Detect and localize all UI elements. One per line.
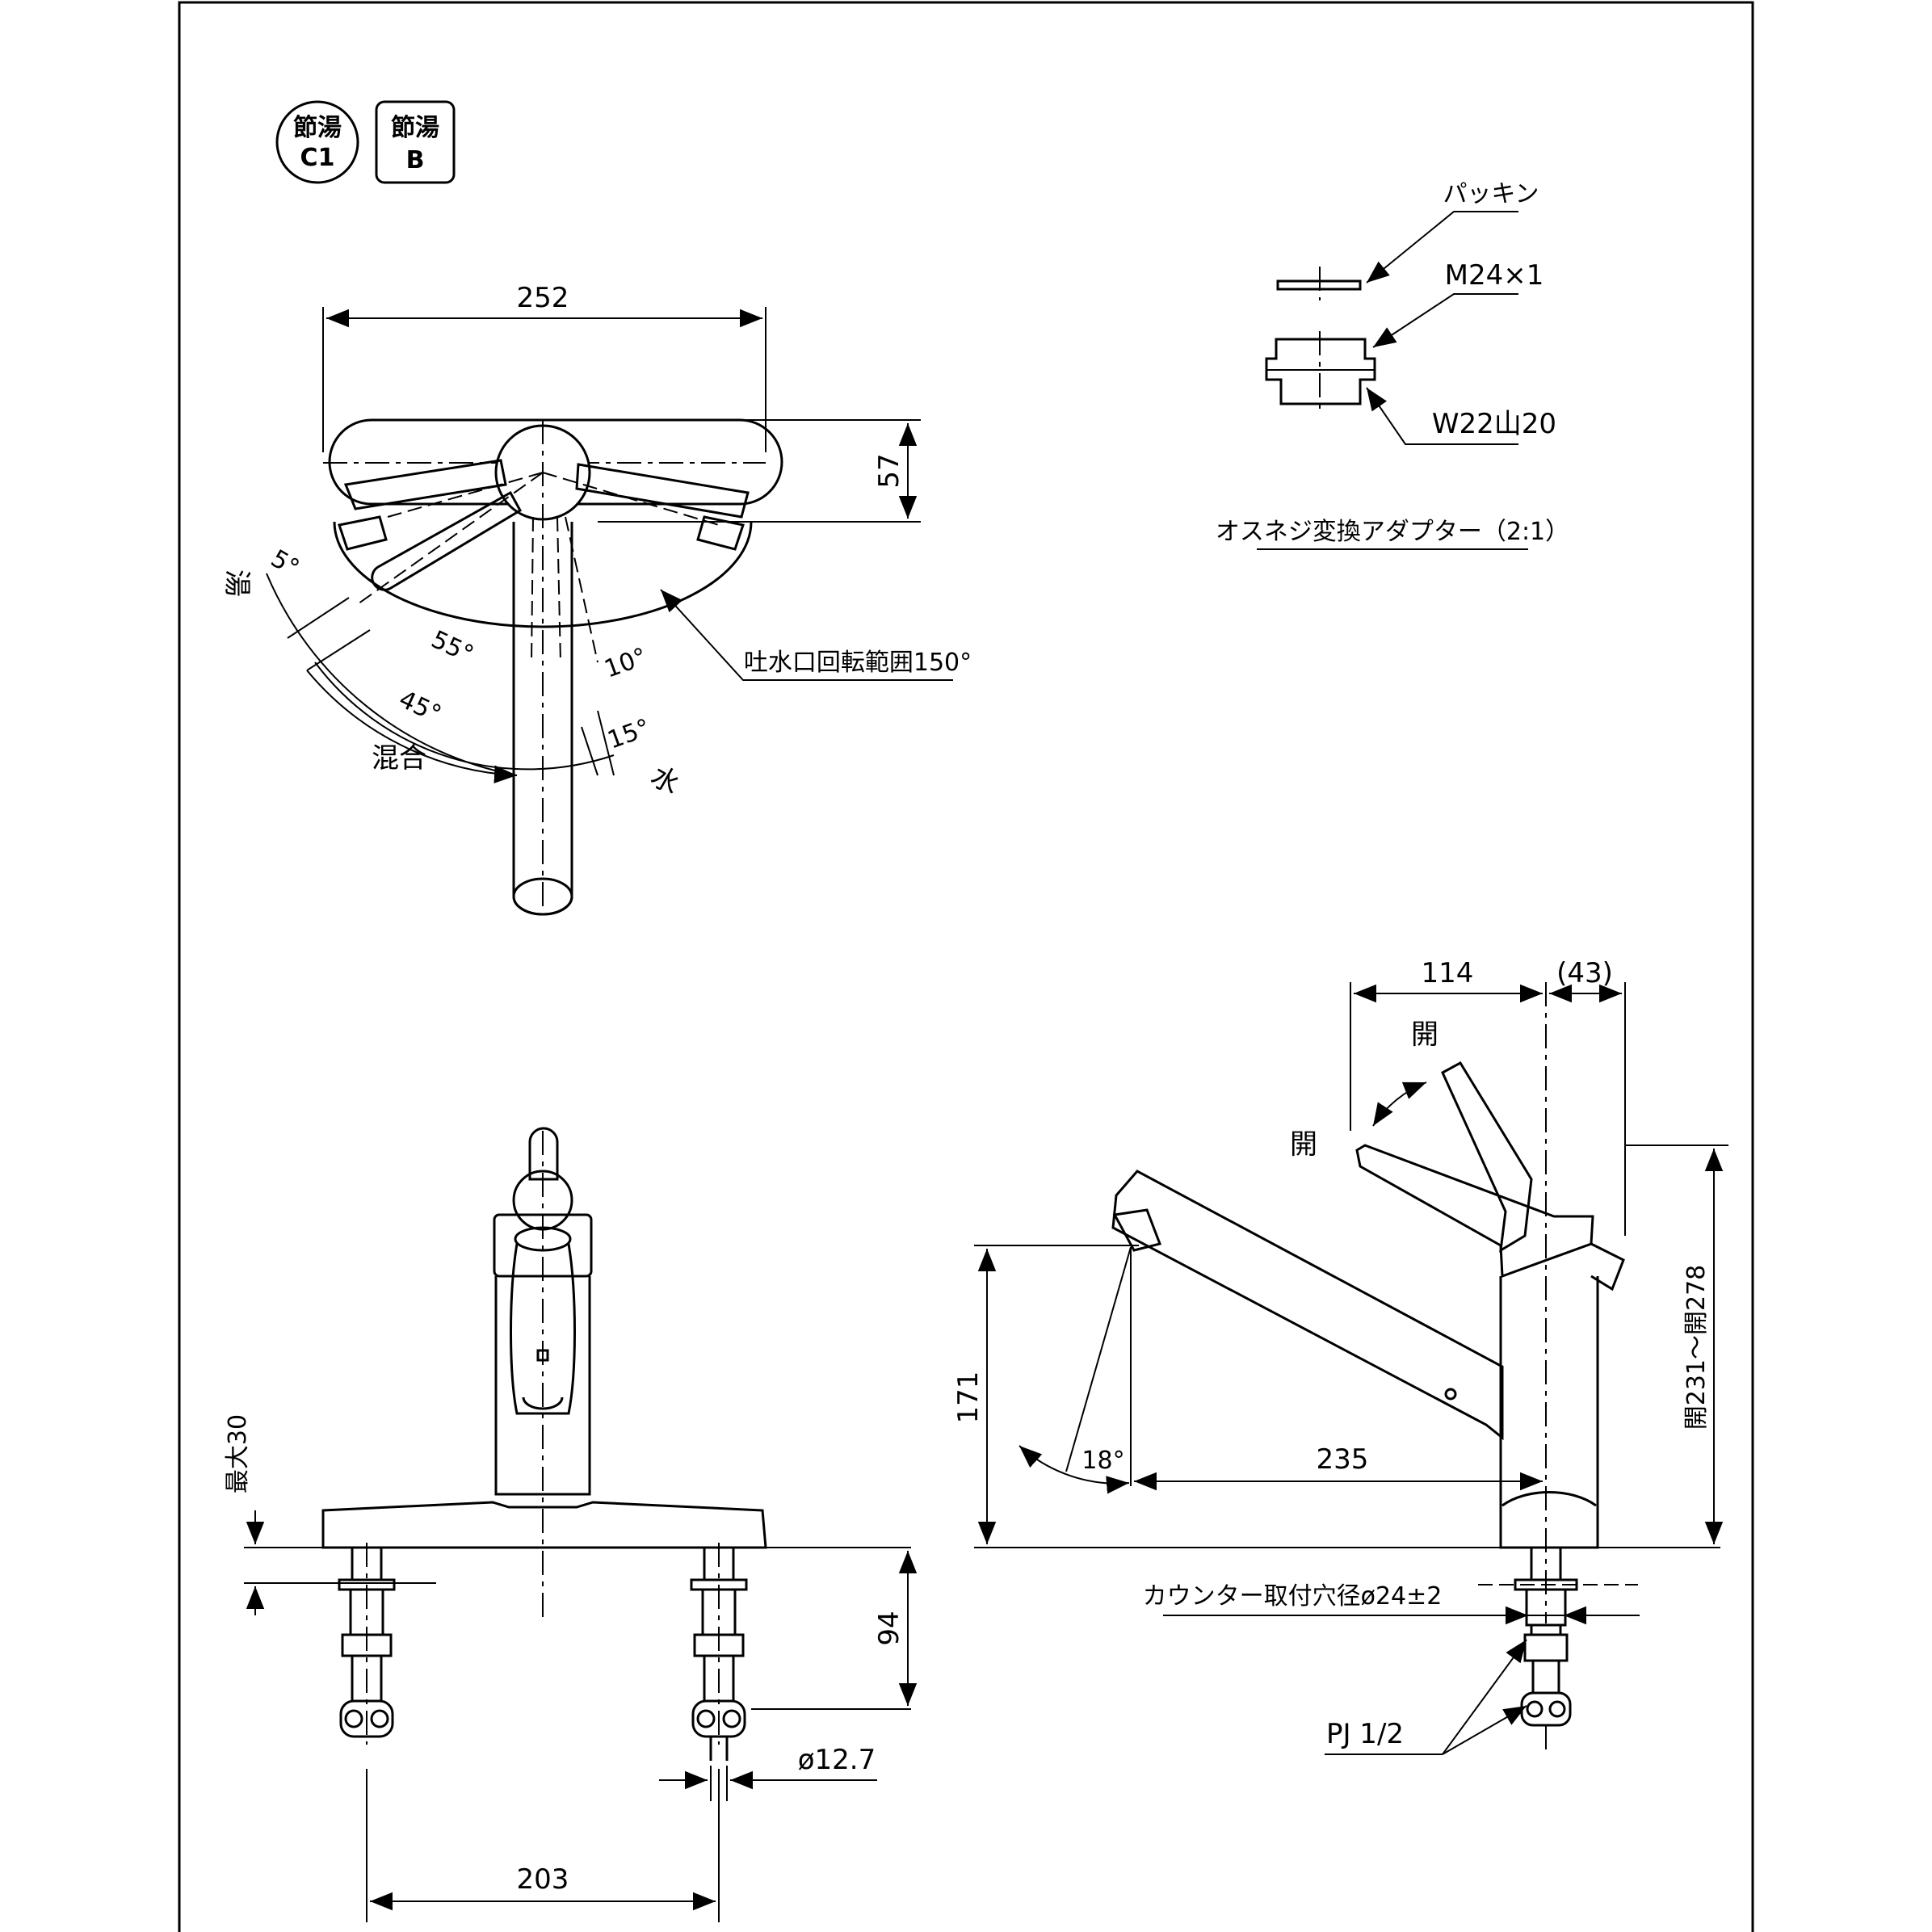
angle-10: 10° (601, 643, 651, 684)
angle-18: 18° (1082, 1447, 1124, 1475)
label-pj: PJ 1/2 (1326, 1718, 1404, 1750)
side-connection (1514, 1546, 1578, 1753)
dim-height-171: 171 (952, 1371, 985, 1424)
label-open-lower: 開 (1290, 1128, 1317, 1161)
top-view: 252 57 (220, 282, 972, 916)
label-thread-m: M24×1 (1445, 259, 1544, 292)
label-packing: パッキン (1443, 180, 1539, 208)
dim-pipe-dia: ø12.7 (798, 1744, 876, 1776)
badge-square-b: 節湯 B (375, 100, 456, 184)
dim-reach-235: 235 (1317, 1443, 1369, 1476)
left-connection (338, 1543, 396, 1745)
label-thread-w: W22山20 (1432, 408, 1556, 440)
dim-43: (43) (1556, 957, 1613, 989)
label-mix: 混合 (372, 742, 426, 775)
label-hole-dia: カウンター取付穴径ø24±2 (1143, 1582, 1443, 1611)
label-rotation-range: 吐水口回転範囲150° (744, 649, 972, 677)
angle-5: 5° (266, 544, 304, 582)
badge-circle-line1: 節湯 (293, 114, 342, 142)
badge-square-line1: 節湯 (391, 114, 439, 142)
label-hot: 湯 (220, 569, 253, 597)
angle-15: 15° (604, 714, 654, 755)
dim-width: 252 (517, 282, 569, 314)
dim-pitch: 203 (517, 1863, 569, 1896)
front-view: 最大30 94 (224, 1127, 918, 1922)
badge-circle-line2: C1 (300, 144, 335, 172)
label-open-upper: 開 (1411, 1018, 1438, 1051)
adapter-caption: オスネジ変換アダプター（2:1） (1216, 518, 1569, 546)
adapter-detail: パッキン M24×1 W22山20 オスネジ変換アダプター（2:1） (1216, 180, 1569, 550)
badge-square-line2: B (406, 146, 425, 174)
label-cold: 水 (645, 760, 685, 802)
badge-circle-c1: 節湯 C1 (275, 100, 359, 184)
right-connection (690, 1543, 748, 1761)
dim-open-range: 開231～開278 (1682, 1265, 1711, 1430)
angle-55: 55° (427, 625, 478, 669)
dim-hose-length: 94 (873, 1611, 905, 1645)
page-frame (178, 1, 1754, 1932)
angle-45: 45° (395, 685, 446, 729)
dim-max-thickness: 最大30 (224, 1414, 252, 1493)
side-view: 114 (43) 開 開 171 18° 235 (952, 957, 1728, 1755)
dim-depth: 57 (873, 453, 905, 488)
dim-114: 114 (1422, 957, 1474, 989)
